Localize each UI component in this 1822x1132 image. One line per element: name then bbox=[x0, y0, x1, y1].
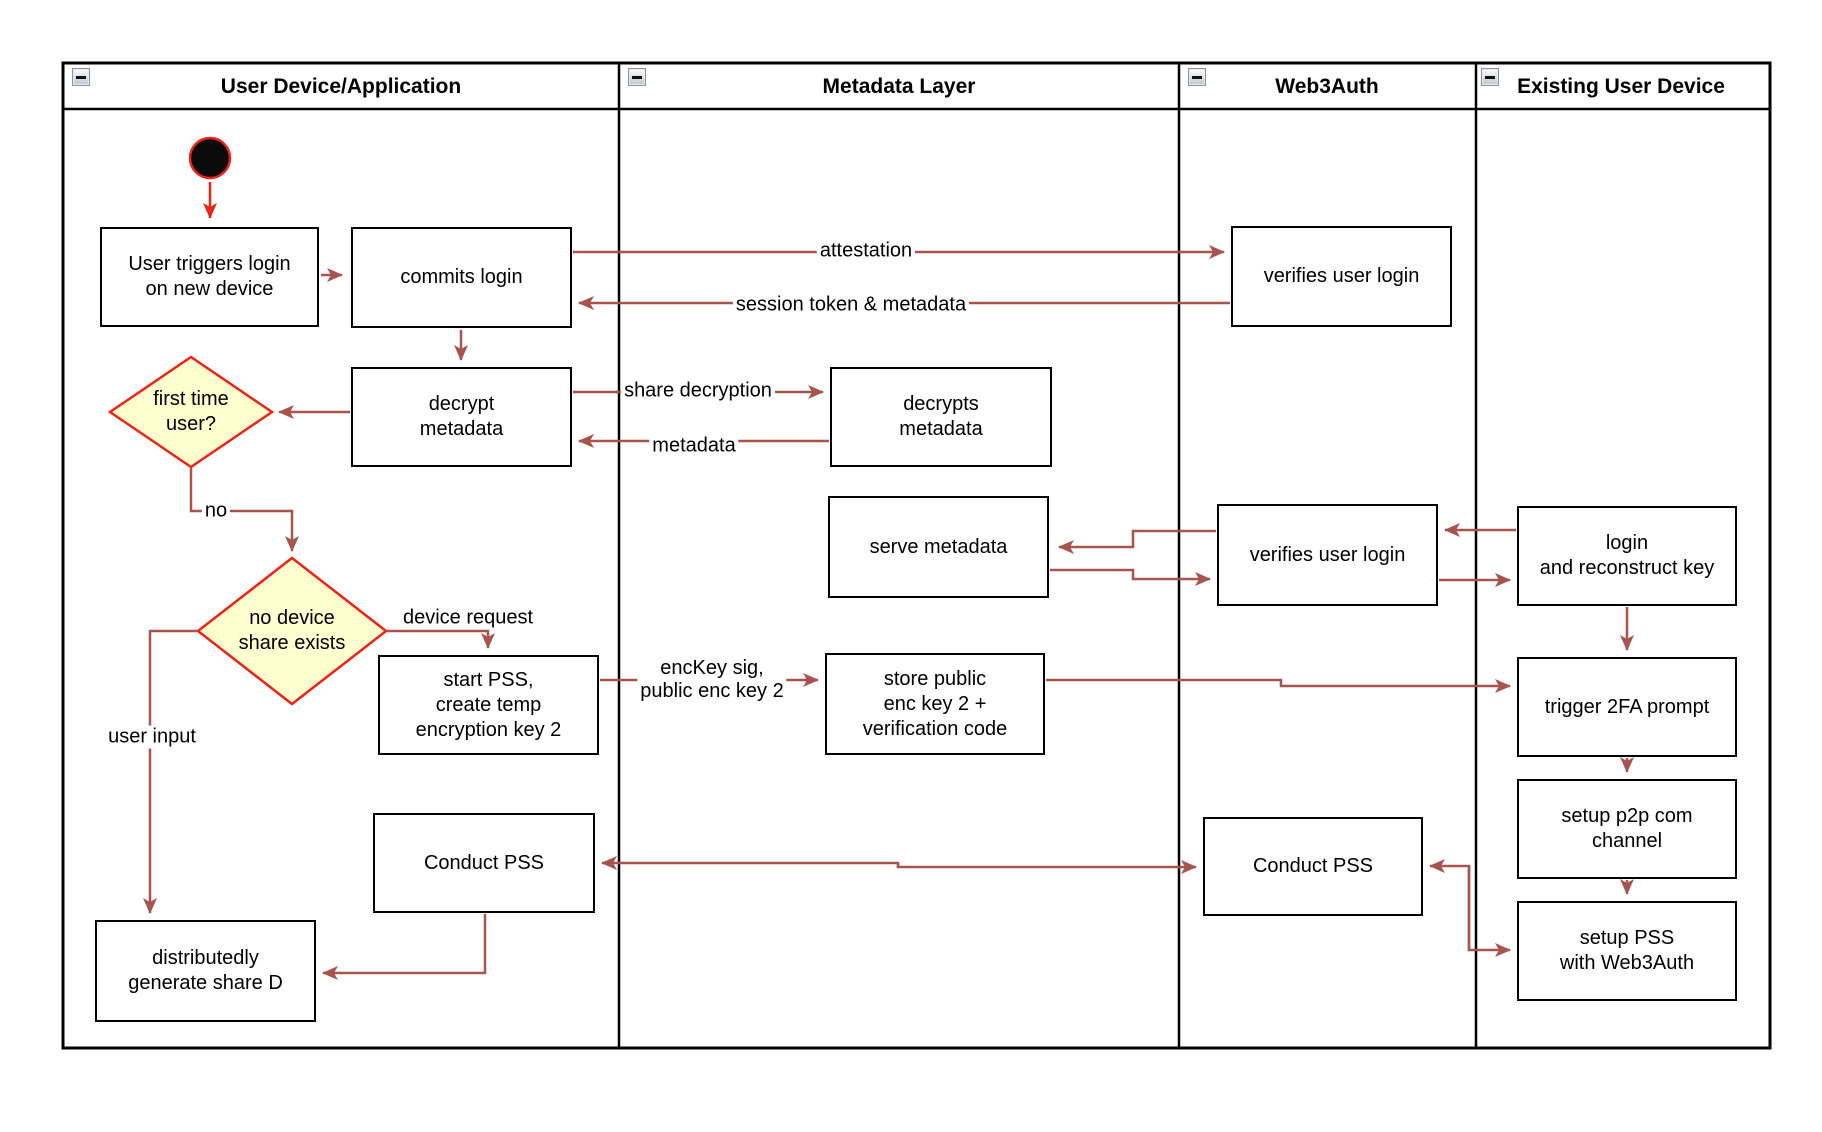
node-label: start PSS, create temp encryption key 2 bbox=[415, 668, 562, 741]
collapse-icon[interactable] bbox=[1188, 68, 1206, 86]
node-label: trigger 2FA prompt bbox=[1544, 695, 1710, 718]
node-start-pss[interactable]: start PSS, create temp encryption key 2 bbox=[378, 655, 599, 755]
start-node[interactable] bbox=[188, 136, 232, 180]
node-label: store public enc key 2 + verification co… bbox=[862, 667, 1008, 740]
node-label: verifies user login bbox=[1263, 265, 1420, 287]
edge-label-attestation[interactable]: attestation bbox=[816, 239, 916, 263]
collapse-icon[interactable] bbox=[1481, 68, 1499, 86]
node-label: decrypts metadata bbox=[899, 393, 983, 440]
edge-serve-to-verifies[interactable] bbox=[1050, 568, 1211, 586]
decision-first-time-user[interactable] bbox=[107, 355, 275, 469]
edge-label-session-token[interactable]: session token & metadata bbox=[732, 293, 970, 317]
edge-conduct-to-setup-pss[interactable] bbox=[1467, 866, 1511, 957]
node-label: distributedly generate share D bbox=[128, 947, 283, 994]
edge-conduct-to-generate-share[interactable] bbox=[322, 914, 487, 980]
edge-store-to-2fa[interactable] bbox=[1046, 678, 1511, 693]
node-commits-login[interactable]: commits login bbox=[351, 227, 572, 328]
node-user-triggers-login[interactable]: User triggers login on new device bbox=[100, 227, 319, 327]
decision-label-first-time-user: first time user? bbox=[153, 388, 229, 435]
node-login-reconstruct-key[interactable]: login and reconstruct key bbox=[1517, 506, 1737, 606]
node-decrypt-metadata[interactable]: decrypt metadata bbox=[351, 367, 572, 467]
node-label: commits login bbox=[400, 266, 523, 288]
decision-no-device-share[interactable] bbox=[195, 556, 389, 706]
node-decrypts-metadata[interactable]: decrypts metadata bbox=[830, 367, 1052, 467]
node-store-public-key[interactable]: store public enc key 2 + verification co… bbox=[825, 653, 1045, 755]
swimlane-frame bbox=[61, 61, 1772, 1050]
node-generate-share-d[interactable]: distributedly generate share D bbox=[95, 920, 316, 1022]
node-conduct-pss-right[interactable]: Conduct PSS bbox=[1203, 817, 1423, 916]
edge-device-request[interactable] bbox=[387, 629, 495, 649]
edge-label-enckey-sig[interactable]: encKey sig, public enc key 2 bbox=[637, 657, 787, 703]
edge-no-branch[interactable] bbox=[189, 468, 299, 552]
edge-to-conduct-pss-right[interactable] bbox=[896, 860, 1197, 874]
collapse-icon[interactable] bbox=[72, 68, 90, 86]
node-label: setup PSS with Web3Auth bbox=[1559, 927, 1695, 974]
node-setup-pss-web3auth[interactable]: setup PSS with Web3Auth bbox=[1517, 901, 1737, 1001]
edge-label-device-request[interactable]: device request bbox=[402, 606, 534, 629]
collapse-icon[interactable] bbox=[628, 68, 646, 86]
edge-label-share-decryption[interactable]: share decryption bbox=[621, 379, 775, 403]
node-label: serve metadata bbox=[869, 535, 1008, 558]
node-conduct-pss-left[interactable]: Conduct PSS bbox=[373, 813, 595, 913]
node-label: verifies user login bbox=[1249, 543, 1406, 566]
lane-title-metadata-layer[interactable]: Metadata Layer bbox=[822, 75, 976, 98]
node-label: Conduct PSS bbox=[423, 851, 545, 874]
node-label: Conduct PSS bbox=[1252, 855, 1374, 877]
node-verifies-user-login-top[interactable]: verifies user login bbox=[1231, 226, 1452, 327]
node-setup-p2p[interactable]: setup p2p com channel bbox=[1517, 779, 1737, 879]
node-label: setup p2p com channel bbox=[1561, 805, 1693, 852]
node-trigger-2fa[interactable]: trigger 2FA prompt bbox=[1517, 657, 1737, 757]
edge-setup-pss-to-conduct[interactable] bbox=[1429, 859, 1471, 950]
edge-user-input[interactable] bbox=[143, 629, 197, 914]
lane-title-web3auth[interactable]: Web3Auth bbox=[1275, 75, 1379, 98]
node-label: decrypt metadata bbox=[419, 393, 504, 440]
lane-title-user-device[interactable]: User Device/Application bbox=[220, 75, 462, 98]
edge-label-user-input[interactable]: user input bbox=[105, 725, 199, 749]
edge-label-no[interactable]: no bbox=[201, 499, 231, 523]
edge-label-metadata[interactable]: metadata bbox=[649, 434, 739, 458]
node-verifies-user-login-mid[interactable]: verifies user login bbox=[1217, 504, 1438, 606]
node-serve-metadata[interactable]: serve metadata bbox=[828, 496, 1049, 598]
node-label: login and reconstruct key bbox=[1539, 532, 1715, 579]
node-label: User triggers login on new device bbox=[128, 253, 291, 300]
decision-label-no-device-share: no device share exists bbox=[238, 607, 346, 654]
edge-to-conduct-pss-left[interactable] bbox=[601, 856, 900, 870]
lane-title-existing-device[interactable]: Existing User Device bbox=[1517, 75, 1725, 98]
edge-verifies-to-serve[interactable] bbox=[1058, 529, 1216, 554]
